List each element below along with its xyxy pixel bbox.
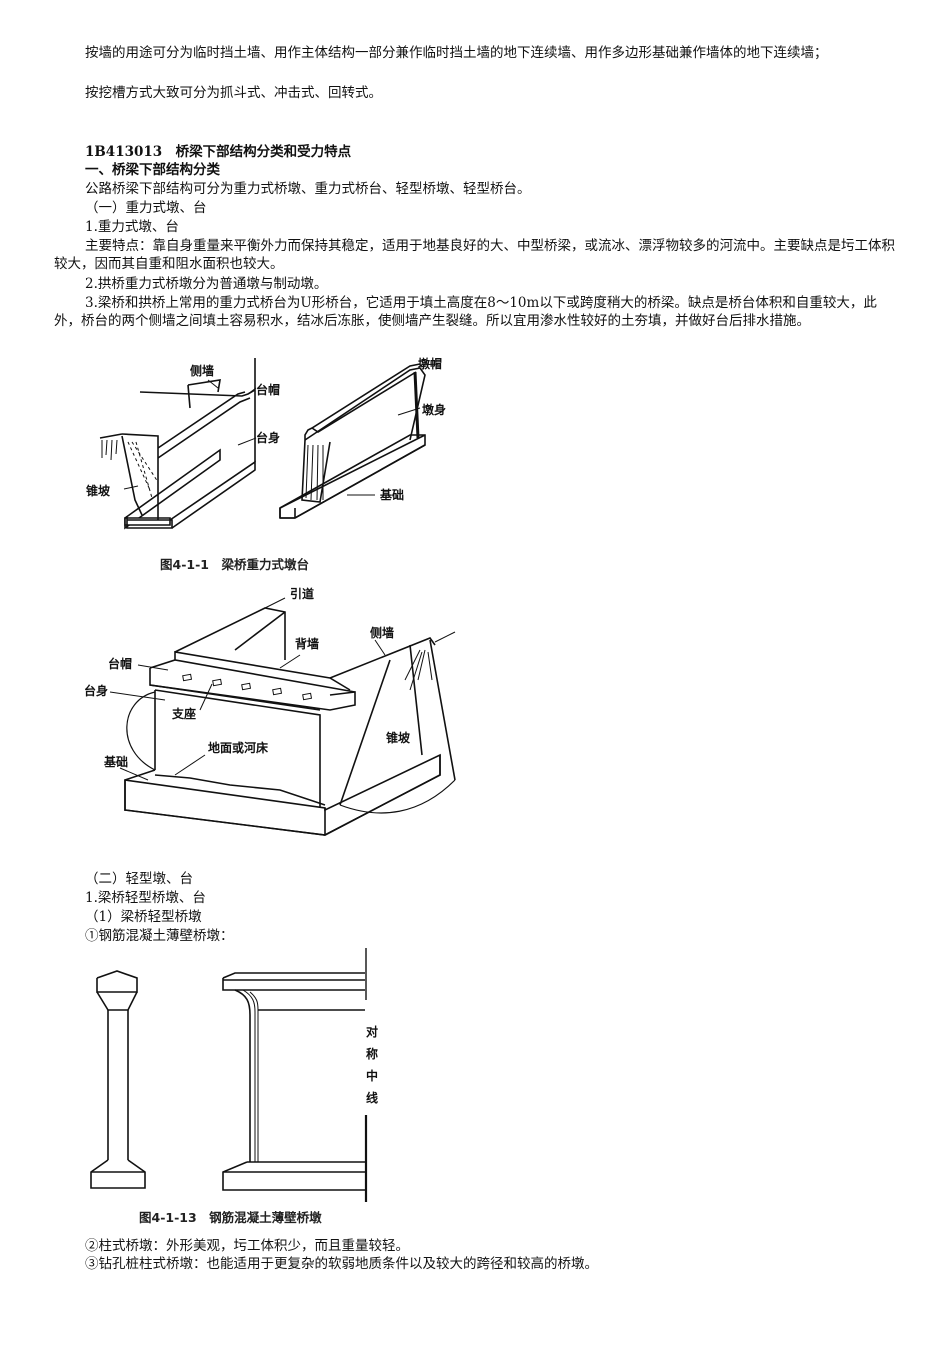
figure3-caption: 图4-1-13 钢筋混凝土薄壁桥墩: [139, 1210, 322, 1225]
pier-drawing: [279, 363, 426, 519]
abutment-drawing: [99, 358, 256, 530]
label-symmetry-3: 中: [366, 1068, 378, 1083]
paragraph-wall-use: 按墙的用途可分为临时挡土墙、用作主体结构一部分兼作临时挡土墙的地下连续墙、用作多…: [85, 45, 828, 61]
label-cone-slope: 锥坡: [386, 730, 411, 745]
paragraph-gravity-features: 主要特点：靠自身重量来平衡外力而保持其稳定，适用于地基良好的大、中型桥梁，或流冰…: [54, 238, 895, 272]
label-bearing: 支座: [171, 706, 196, 721]
paragraph-gravity-heading: （一）重力式墩、台: [85, 200, 207, 216]
label-pier-body: 墩身: [422, 402, 446, 417]
figure-u-abutment: 引道 背墙 侧墙 台帽 台身 支座 地面或河床 锥坡 基础: [80, 580, 470, 850]
paragraph-thin-wall-pier: ①钢筋混凝土薄壁桥墩：: [85, 928, 234, 944]
paragraph-u-abutment: 3.梁桥和拱桥上常用的重力式桥台为U形桥台，它适用于填土高度在8～10m以下或跨…: [54, 295, 877, 329]
paragraph-arch-pier: 2.拱桥重力式桥墩分为普通墩与制动墩。: [85, 276, 328, 292]
label-side-wall: 侧墙: [190, 363, 214, 378]
label-approach: 引道: [290, 586, 314, 601]
figure-gravity-pier-abutment: 侧墙 台帽 台身 锥坡 墩帽 墩身 基础 图4-1-1 梁桥重力式墩台: [80, 350, 460, 580]
thin-wall-side-view: [90, 970, 146, 1189]
label-symmetry-2: 称: [366, 1046, 378, 1061]
label-cone-slope: 锥坡: [86, 483, 111, 498]
thin-wall-front-view: [222, 948, 368, 1202]
u-abutment-drawing: [124, 607, 456, 836]
label-ground: 地面或河床: [208, 740, 269, 755]
paragraph-classification: 公路桥梁下部结构可分为重力式桥墩、重力式桥台、轻型桥墩、轻型桥台。: [85, 181, 531, 197]
label-pier-cap: 墩帽: [418, 356, 442, 371]
label-foundation: 基础: [379, 487, 404, 502]
section-heading: 1B413013 桥梁下部结构分类和受力特点: [85, 144, 352, 160]
label-foundation: 基础: [103, 754, 128, 769]
label-abutment-body: 台身: [84, 683, 108, 698]
label-abutment-body: 台身: [256, 430, 280, 445]
figure-thin-wall-pier: 对 称 中 线 图4-1-13 钢筋混凝土薄壁桥墩: [75, 940, 405, 1235]
label-back-wall: 背墙: [295, 636, 319, 651]
paragraph-gravity-item1: 1.重力式墩、台: [85, 219, 179, 235]
paragraph-trench-method: 按挖槽方式大致可分为抓斗式、冲击式、回转式。: [85, 85, 382, 101]
figure1-caption: 图4-1-1 梁桥重力式墩台: [160, 557, 309, 572]
paragraph-light-pier: （1）梁桥轻型桥墩: [85, 909, 202, 925]
label-side-wall: 侧墙: [370, 625, 394, 640]
label-abutment-cap: 台帽: [256, 382, 280, 397]
paragraph-light-heading: （二）轻型墩、台: [85, 871, 193, 887]
label-symmetry-1: 对: [366, 1024, 378, 1039]
sub-heading: 一、桥梁下部结构分类: [85, 162, 220, 178]
paragraph-light-item1: 1.梁桥轻型桥墩、台: [85, 890, 206, 906]
label-abutment-cap: 台帽: [108, 656, 132, 671]
label-symmetry-4: 线: [366, 1090, 378, 1105]
paragraph-column-pier: ②柱式桥墩：外形美观，圬工体积少，而且重量较轻。: [85, 1238, 409, 1254]
paragraph-bored-pile-pier: ③钻孔桩柱式桥墩：也能适用于更复杂的软弱地质条件以及较大的跨径和较高的桥墩。: [85, 1256, 598, 1272]
